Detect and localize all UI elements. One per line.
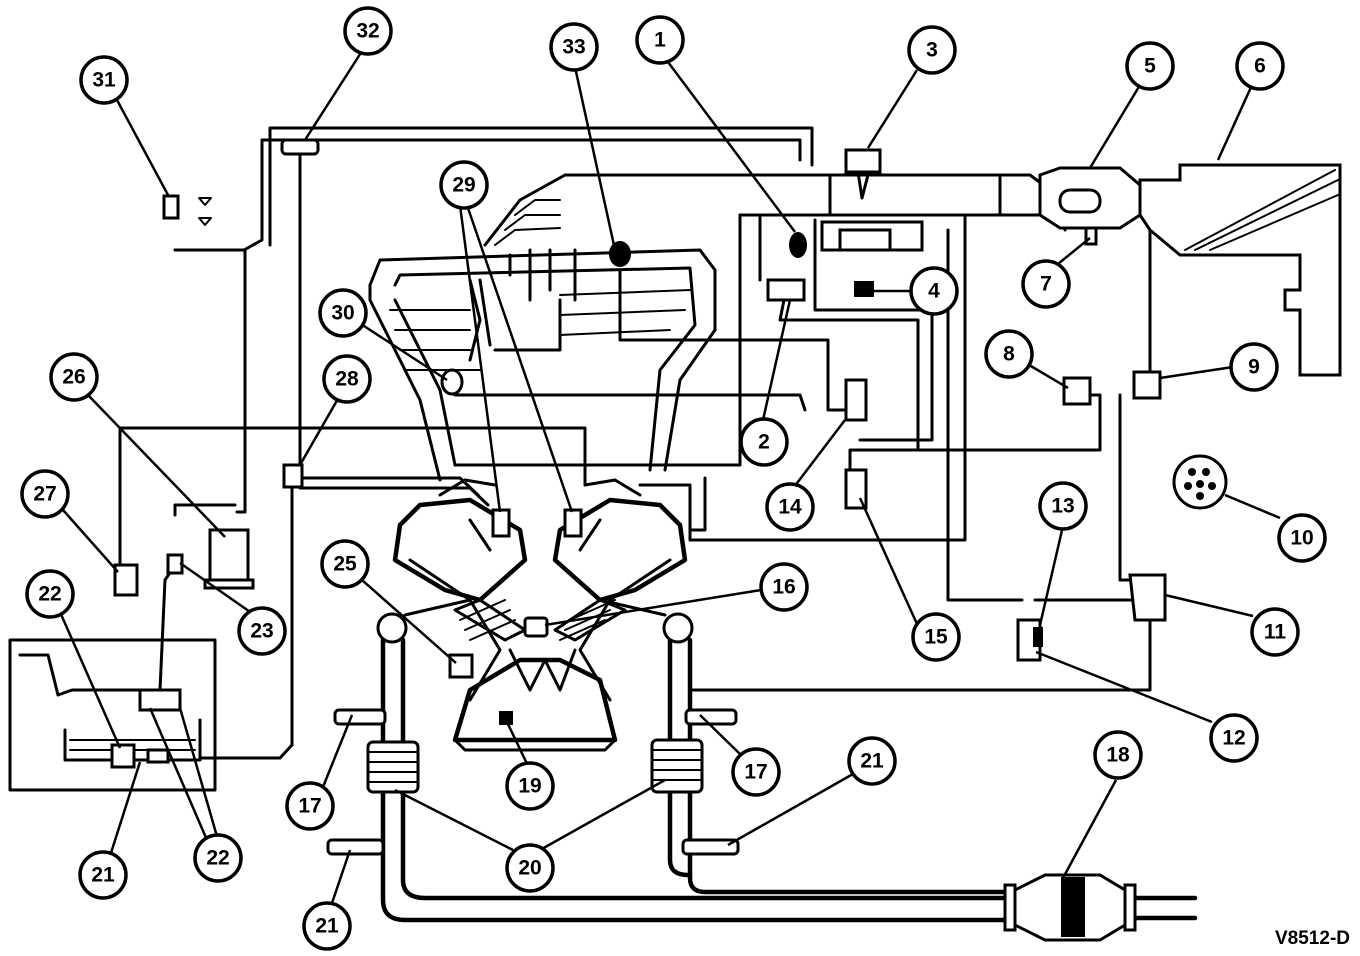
svg-text:15: 15: [924, 626, 948, 649]
svg-text:9: 9: [1248, 356, 1260, 379]
callout-30: 30: [318, 288, 368, 338]
callout-14: 14: [765, 482, 815, 532]
callout-25: 25: [320, 539, 370, 589]
svg-text:30: 30: [331, 302, 354, 325]
callout-8: 8: [984, 329, 1034, 379]
figure-code: V8512-D: [1275, 928, 1350, 949]
svg-text:16: 16: [772, 576, 795, 599]
svg-text:2: 2: [758, 431, 770, 454]
callout-10: 10: [1277, 513, 1327, 563]
callout-3: 3: [907, 25, 957, 75]
callout-26: 26: [49, 352, 99, 402]
callout-21a: 21: [847, 736, 897, 786]
svg-text:28: 28: [335, 368, 359, 391]
svg-text:20: 20: [518, 857, 541, 880]
svg-text:31: 31: [92, 69, 116, 92]
callout-9: 9: [1229, 342, 1279, 392]
callout-18: 18: [1093, 730, 1143, 780]
svg-text:22: 22: [38, 583, 61, 606]
callout-16: 16: [759, 562, 809, 612]
callout-22b: 22: [193, 833, 243, 883]
svg-text:3: 3: [926, 39, 938, 62]
svg-text:27: 27: [33, 483, 56, 506]
callout-17b: 17: [731, 747, 781, 797]
callout-29: 29: [439, 160, 489, 210]
svg-text:17: 17: [744, 761, 767, 784]
leader-lines: [58, 47, 1281, 910]
svg-text:22: 22: [206, 847, 229, 870]
svg-text:14: 14: [778, 496, 802, 519]
callout-5: 5: [1125, 41, 1175, 91]
callout-31: 31: [79, 55, 129, 105]
callout-6: 6: [1235, 41, 1285, 91]
callout-12: 12: [1209, 713, 1259, 763]
components: [8, 138, 1342, 942]
svg-text:33: 33: [562, 36, 585, 59]
callout-19: 19: [505, 761, 555, 811]
callout-22a: 22: [25, 569, 75, 619]
callout-4: 4: [909, 266, 959, 316]
hose-network: [118, 126, 1198, 923]
svg-text:6: 6: [1254, 55, 1266, 78]
callout-21c: 21: [78, 850, 128, 900]
svg-text:32: 32: [356, 20, 379, 43]
callout-13: 13: [1038, 481, 1088, 531]
callout-27: 27: [20, 469, 70, 519]
svg-text:7: 7: [1040, 273, 1052, 296]
callout-15: 15: [911, 612, 961, 662]
svg-text:4: 4: [928, 280, 940, 303]
svg-text:21: 21: [860, 750, 884, 773]
svg-text:23: 23: [250, 620, 273, 643]
callout-23: 23: [237, 606, 287, 656]
svg-text:18: 18: [1106, 744, 1130, 767]
callout-32: 32: [343, 6, 393, 56]
v8-engine: [376, 478, 694, 752]
callout-21b: 21: [302, 901, 352, 951]
callout-11: 11: [1250, 607, 1300, 657]
svg-text:1: 1: [654, 29, 666, 52]
svg-text:17: 17: [298, 795, 321, 818]
callout-2: 2: [739, 417, 789, 467]
svg-text:11: 11: [1264, 621, 1287, 644]
callout-7: 7: [1021, 259, 1071, 309]
callout-20: 20: [505, 843, 555, 893]
callout-1: 1: [635, 15, 685, 65]
svg-text:12: 12: [1222, 727, 1245, 750]
svg-text:10: 10: [1290, 527, 1313, 550]
svg-text:19: 19: [518, 775, 541, 798]
callout-33: 33: [549, 22, 599, 72]
callout-28: 28: [322, 354, 372, 404]
svg-text:26: 26: [62, 366, 85, 389]
svg-text:29: 29: [452, 174, 475, 197]
svg-text:5: 5: [1144, 55, 1156, 78]
svg-text:13: 13: [1051, 495, 1074, 518]
svg-text:8: 8: [1003, 343, 1015, 366]
svg-text:21: 21: [315, 915, 339, 938]
svg-text:25: 25: [333, 553, 357, 576]
svg-text:21: 21: [91, 864, 115, 887]
callout-17a: 17: [285, 781, 335, 831]
